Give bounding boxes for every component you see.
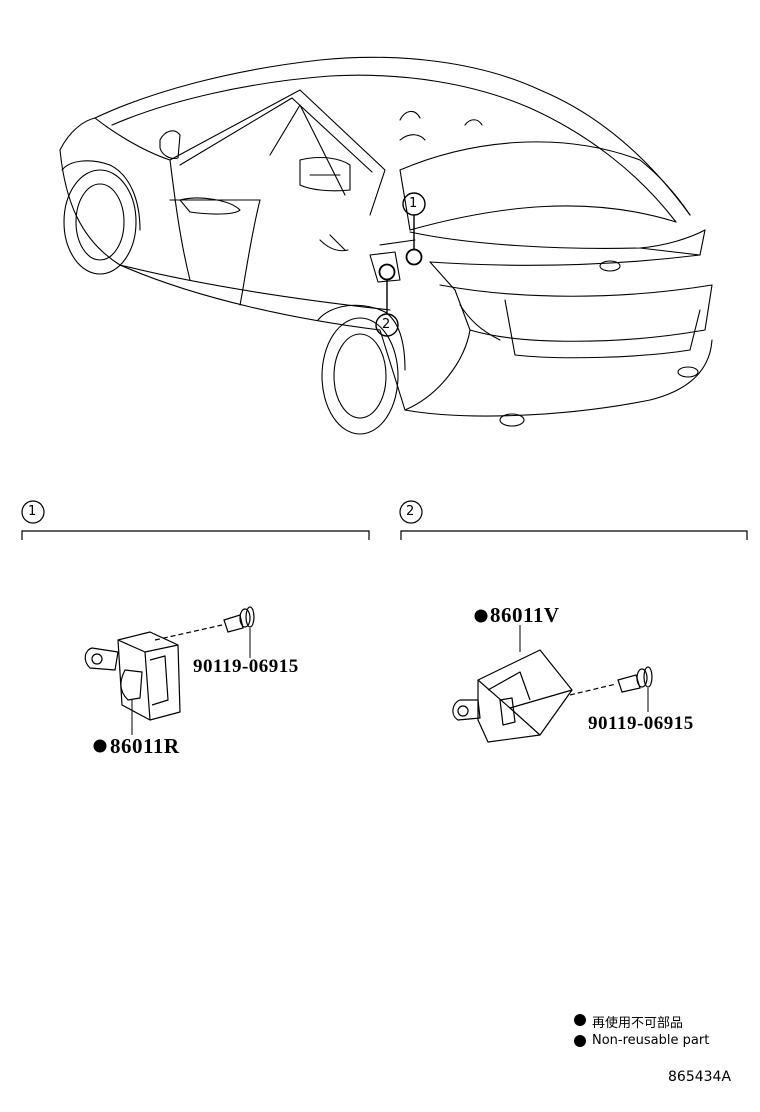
sensor-part-number-86011v[interactable]: 86011V <box>490 603 560 627</box>
sensor-location-1 <box>405 248 423 266</box>
legend-dot-2 <box>574 1035 586 1047</box>
section2-callout-number: 2 <box>406 504 415 519</box>
exhaust-left <box>499 413 525 427</box>
rear-window-outline <box>399 141 691 216</box>
legend-nonreusable-en: Non-reusable part <box>592 1033 710 1048</box>
front-wheel-outer <box>63 169 137 275</box>
sensor-86011r-drawing <box>84 631 181 735</box>
section2-bracket <box>400 530 748 540</box>
sensor-part-number-86011r[interactable]: 86011R <box>110 734 180 758</box>
rear-wheel-outer <box>321 317 399 435</box>
car-side-outline <box>59 149 406 411</box>
bolt-part-number-section2[interactable]: 90119-06915 <box>588 713 694 734</box>
car-roof-outline <box>94 56 691 216</box>
callout-number-2[interactable]: 2 <box>382 317 391 332</box>
bolt-section1-drawing <box>154 606 255 658</box>
section1-callout-number: 1 <box>28 504 37 519</box>
legend-dot-1 <box>574 1014 586 1026</box>
section2-callout-circle <box>399 500 423 524</box>
callout-number-1[interactable]: 1 <box>409 196 418 211</box>
callout-circle-1 <box>402 192 426 216</box>
nonreusable-dot-86011v <box>474 609 488 623</box>
nonreusable-dot-86011r <box>93 739 107 753</box>
callout-circle-2 <box>375 313 399 337</box>
bolt-section2-drawing <box>569 666 653 712</box>
side-mirror <box>159 130 181 159</box>
section1-callout-circle <box>21 500 45 524</box>
sensor-86011v-drawing <box>452 625 573 743</box>
section1-bracket <box>21 530 370 540</box>
exhaust-right <box>677 366 699 378</box>
diagram-code: 865434A <box>668 1069 732 1085</box>
bolt-part-number-section1[interactable]: 90119-06915 <box>193 656 299 677</box>
legend-nonreusable-jp: 再使用不可部品 <box>592 1016 684 1031</box>
sensor-location-2 <box>378 263 396 281</box>
